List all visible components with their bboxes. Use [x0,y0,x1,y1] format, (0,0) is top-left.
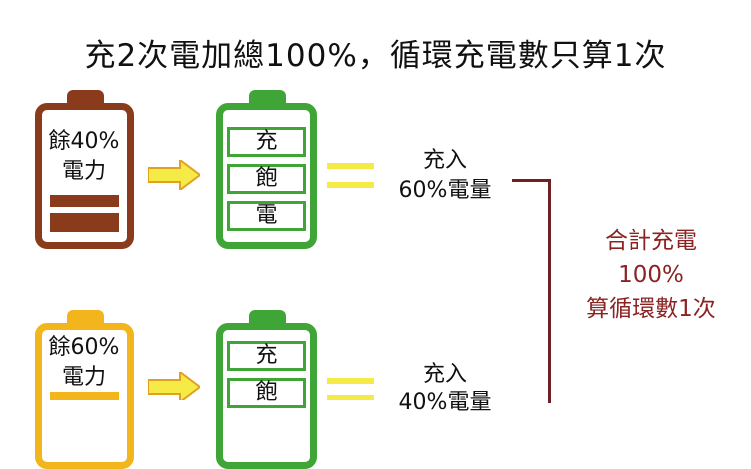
battery-cap-low [67,90,104,105]
sum-bracket [512,179,551,403]
equals-sign [327,163,374,169]
battery-cell [227,127,306,157]
equals-sign [327,182,374,188]
remaining-label-40: 餘40% [48,129,120,154]
full-char-2: 飽 [255,166,278,191]
battery-cell [227,341,306,371]
battery-cell [227,201,306,231]
charge-amount-value: 60%電量 [398,178,492,203]
charge-amount-label: 充入 [422,148,467,173]
full-char-3: 電 [255,203,278,228]
page-title: 充2次電加總100%，循環充電數只算1次 [84,38,667,74]
full-char-2: 飽 [255,380,278,405]
battery-cap-full [249,90,286,105]
full-char-1: 充 [255,129,278,154]
equals-sign [327,378,374,384]
total-line-2: 100% [618,262,684,288]
remaining-label-60: 餘60% [48,335,120,360]
charge-level-bar [50,213,119,232]
arrow-right-icon [148,372,200,400]
equals-sign [327,395,374,400]
full-char-1: 充 [255,343,278,368]
charge-amount-value: 40%電量 [398,390,492,415]
charge-level-bar [50,195,119,207]
charge-level-bar [50,392,119,400]
remaining-label-power: 電力 [61,365,106,390]
remaining-label-power: 電力 [61,159,106,184]
battery-cap-full [249,310,286,325]
battery-cap-mid [67,310,104,325]
total-line-3: 算循環數1次 [586,296,716,322]
charge-amount-label: 充入 [422,362,467,387]
battery-cell [227,164,306,194]
arrow-right-icon [148,160,200,190]
total-line-1: 合計充電 [605,228,697,254]
